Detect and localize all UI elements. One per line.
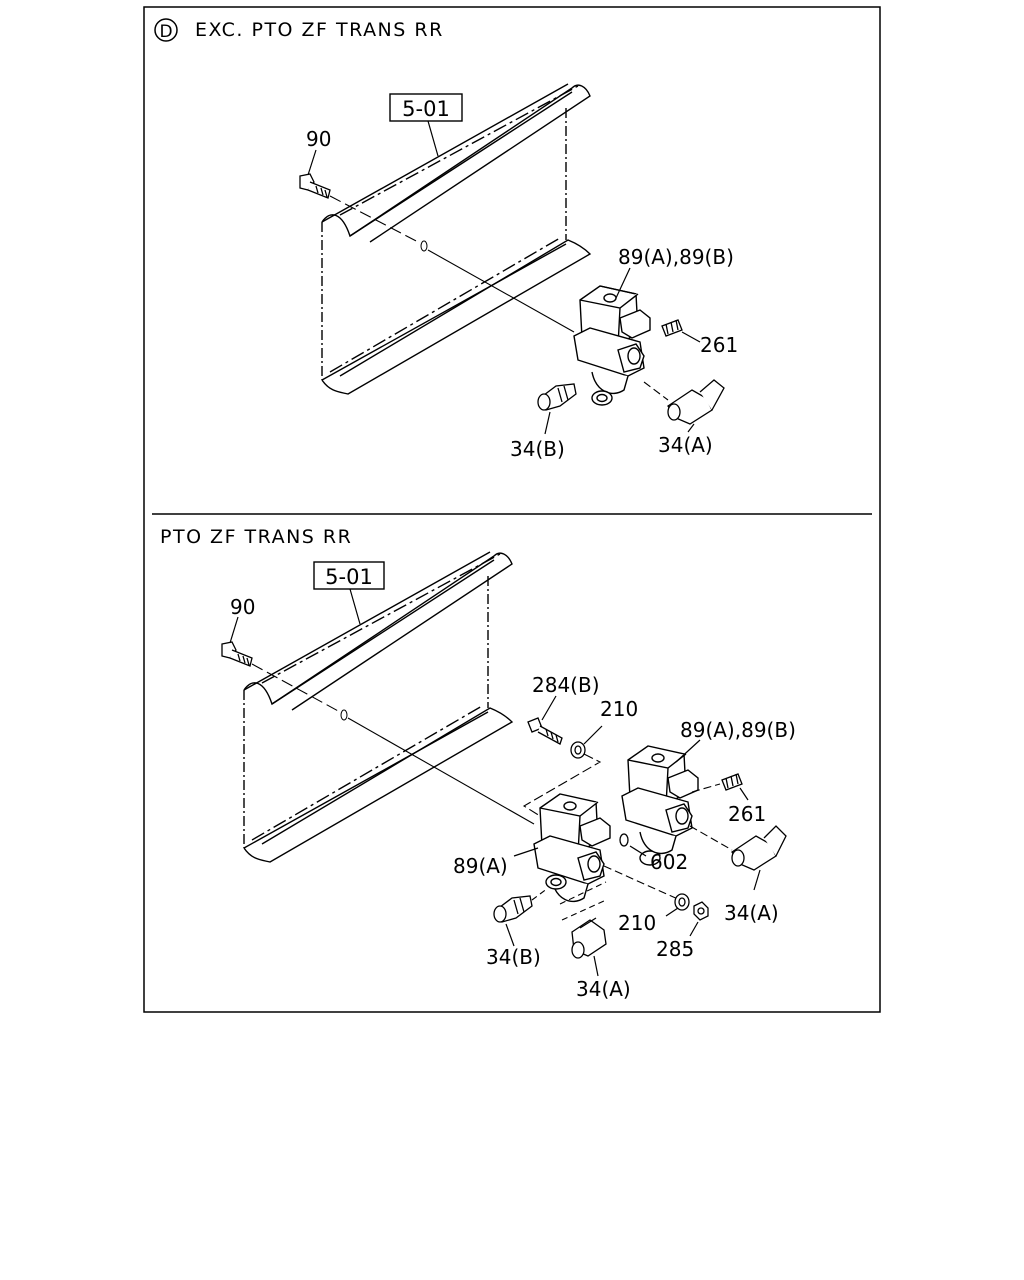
label-90: 90 <box>230 595 255 619</box>
leader-valve <box>615 267 631 299</box>
axis-line-34b <box>531 887 549 901</box>
label-34b: 34(B) <box>486 945 541 969</box>
axis-line-34a-right <box>689 825 733 851</box>
panel-title: EXC. PTO ZF TRANS RR <box>195 19 444 41</box>
frame-rail <box>243 551 514 863</box>
leader-89a <box>513 847 539 857</box>
ref-box <box>389 93 463 122</box>
leader-89ab <box>675 739 701 763</box>
leader-bolt <box>307 149 317 176</box>
ref-box-label: 5-01 <box>402 97 450 121</box>
panel-title: PTO ZF TRANS RR <box>160 526 352 548</box>
axis-line-34a <box>643 381 669 401</box>
leader-34b <box>544 411 551 435</box>
washer-210-top-part <box>570 741 586 759</box>
label-89ab: 89(A),89(B) <box>618 245 734 269</box>
fitting-34b-part <box>493 895 533 923</box>
leader-34a-bottom <box>593 955 599 977</box>
label-34a: 34(A) <box>658 433 713 457</box>
leader-34b <box>505 923 515 947</box>
panel-marker-circle <box>154 18 178 42</box>
label-34a-bottom: 34(A) <box>576 977 631 1001</box>
label-284b: 284(B) <box>532 673 600 697</box>
frame-rail <box>321 83 592 395</box>
leader-261 <box>739 787 749 801</box>
leader-bolt <box>229 616 239 644</box>
washer-210-bottom-part <box>674 893 690 911</box>
diagram-border <box>143 6 881 1013</box>
leader-34a <box>687 423 695 433</box>
panel-marker: D <box>159 22 172 42</box>
leader-plug <box>681 331 701 343</box>
fitting-34a-right-part <box>731 825 787 871</box>
leader-210-bottom <box>665 907 679 917</box>
fitting-34a-bottom-part <box>571 917 607 959</box>
valve-a-assembly <box>533 793 611 903</box>
leader-ref <box>427 120 439 157</box>
label-89a: 89(A) <box>453 854 508 878</box>
axis-line-valve <box>347 717 535 825</box>
label-34b: 34(B) <box>510 437 565 461</box>
leader-284b <box>541 695 557 721</box>
oring-602-part <box>619 833 629 847</box>
leader-34a-right <box>753 869 761 891</box>
valve-b-assembly <box>621 745 699 866</box>
ref-box-label: 5-01 <box>325 565 373 589</box>
leader-602 <box>629 845 647 857</box>
label-34a-right: 34(A) <box>724 901 779 925</box>
axis-line-washer <box>603 865 681 901</box>
panel-exc-pto: D EXC. PTO ZF TRANS RR 5-01 <box>154 18 738 461</box>
axis-line-261 <box>691 783 721 793</box>
panel-pto: PTO ZF TRANS RR 5-01 <box>160 526 796 1001</box>
leader-285 <box>689 921 699 937</box>
plug-261-part <box>661 319 683 337</box>
valve-assembly <box>573 285 651 406</box>
bolt-284b-part <box>527 717 563 745</box>
label-261: 261 <box>728 802 766 826</box>
bolt-hole <box>420 240 428 252</box>
label-285: 285 <box>656 937 694 961</box>
bolt-hole <box>340 709 348 721</box>
label-210-bottom: 210 <box>618 911 656 935</box>
bolt-90-part <box>221 641 253 667</box>
label-89ab: 89(A),89(B) <box>680 718 796 742</box>
label-90: 90 <box>306 127 331 151</box>
fitting-34a-part <box>667 379 725 425</box>
bolt-90-part <box>299 173 331 199</box>
nut-285-part <box>693 901 709 921</box>
ref-box <box>313 561 385 590</box>
mount-dash-line-lower <box>559 881 607 921</box>
label-261: 261 <box>700 333 738 357</box>
plug-261-part <box>721 773 743 791</box>
leader-ref <box>349 588 361 625</box>
leader-210-top <box>583 725 603 745</box>
label-602: 602 <box>650 850 688 874</box>
mount-dash-line <box>522 753 602 817</box>
fitting-34b-part <box>537 383 577 411</box>
axis-line-valve <box>427 249 575 333</box>
label-210-top: 210 <box>600 697 638 721</box>
